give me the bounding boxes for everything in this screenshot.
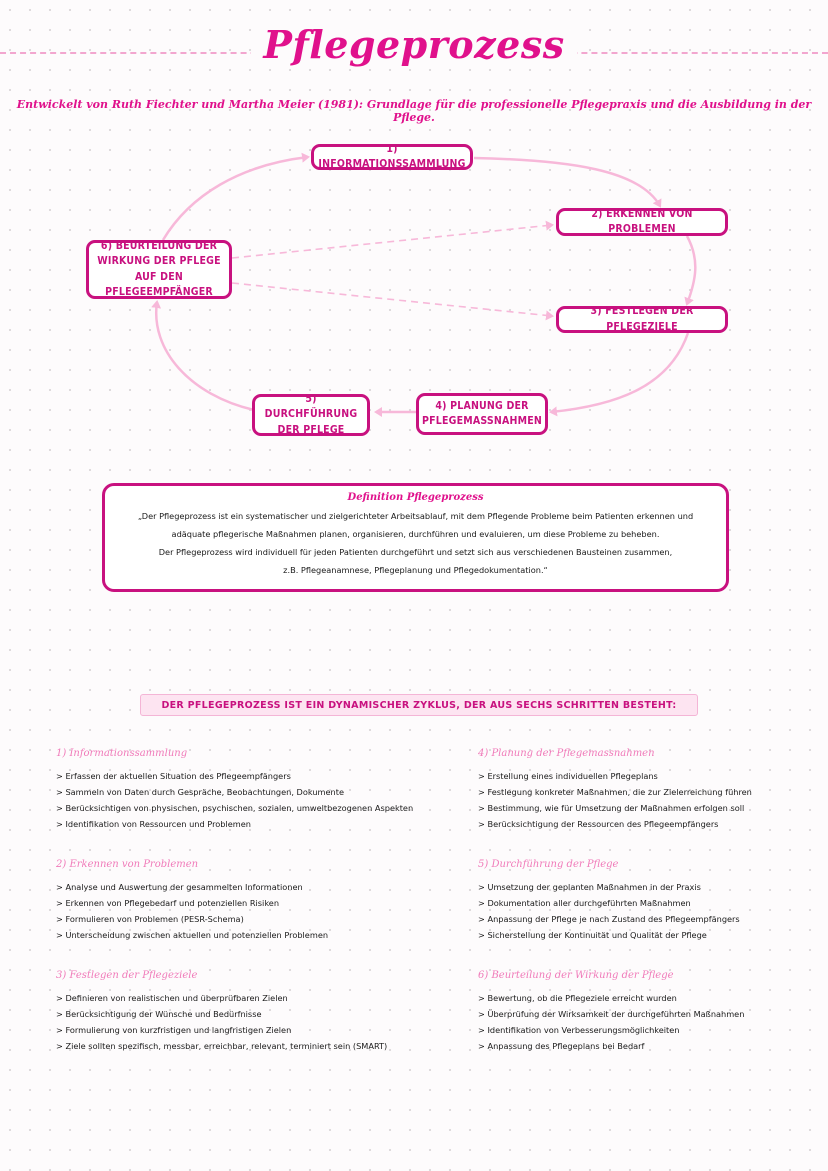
section-list: Bewertung, ob die Pflegeziele erreicht w… <box>478 990 818 1054</box>
list-item: Sicherstellung der Kontinuität und Quali… <box>478 927 818 943</box>
list-item: Festlegung konkreter Maßnahmen, die zur … <box>478 784 818 800</box>
list-item: Dokumentation aller durchgeführten Maßna… <box>478 895 818 911</box>
arrow-1-to-2 <box>473 156 662 208</box>
list-item: Erkennen von Pflegebedarf und potenziell… <box>56 895 426 911</box>
list-item: Bewertung, ob die Pflegeziele erreicht w… <box>478 990 818 1006</box>
section-title: 1) Informationssammlung <box>56 748 188 759</box>
section-title: 5) Durchführung der Pflege <box>478 859 619 870</box>
section-erkennen-von-problemen: 2) Erkennen von Problemen Analyse und Au… <box>56 859 426 943</box>
list-item: Formulieren von Problemen (PESR-Schema) <box>56 911 426 927</box>
list-item: Anpassung der Pflege je nach Zustand des… <box>478 911 818 927</box>
list-item: Anpassung des Pflegeplans bei Bedarf <box>478 1038 818 1054</box>
cycle-step-2: 2) ERKENNEN VON PROBLEMEN <box>556 208 728 236</box>
cycle-step-6: 6) BEURTEILUNG DER WIRKUNG DER PFLEGE AU… <box>86 240 232 299</box>
list-item: Sammeln von Daten durch Gespräche, Beoba… <box>56 784 426 800</box>
definition-line: „Der Pflegeprozess ist ein systematische… <box>137 511 694 521</box>
list-item: Identifikation von Ressourcen und Proble… <box>56 816 426 832</box>
section-list: Definieren von realistischen und überprü… <box>56 990 426 1054</box>
list-item: Berücksichtigen von physischen, psychisc… <box>56 800 426 816</box>
definition-title: Definition Pflegeprozess <box>347 492 484 503</box>
list-item: Unterscheidung zwischen aktuellen und po… <box>56 927 426 943</box>
list-item: Ziele sollten spezifisch, messbar, errei… <box>56 1038 426 1054</box>
list-item: Erstellung eines individuellen Pflegepla… <box>478 768 818 784</box>
section-title: 3) Festlegen der Pflegeziele <box>56 970 198 981</box>
list-item: Analyse und Auswertung der gesammelten I… <box>56 879 426 895</box>
definition-text: „Der Pflegeprozess ist ein systematische… <box>105 507 726 579</box>
cycle-step-4: 4) PLANUNG DER PFLEGEMASSNAHMEN <box>416 393 548 435</box>
list-item: Definieren von realistischen und überprü… <box>56 990 426 1006</box>
section-title: 4) Planung der Pflegemassnahmen <box>478 748 655 759</box>
arrow-6-to-1 <box>161 152 310 241</box>
section-list: Erfassen der aktuellen Situation des Pfl… <box>56 768 426 832</box>
definition-box: Definition Pflegeprozess „Der Pflegeproz… <box>102 483 729 592</box>
section-planung-der-pflegemassnahmen: 4) Planung der Pflegemassnahmen Erstellu… <box>478 748 818 832</box>
section-list: Erstellung eines individuellen Pflegepla… <box>478 768 818 832</box>
definition-line: Der Pflegeprozess wird individuell für j… <box>158 547 673 557</box>
list-item: Bestimmung, wie für Umsetzung der Maßnah… <box>478 800 818 816</box>
definition-line: adäquate pflegerische Maßnahmen planen, … <box>171 529 660 539</box>
dashed-arrow-6-to-2 <box>231 220 554 259</box>
list-item: Umsetzung der geplanten Maßnahmen in der… <box>478 879 818 895</box>
dashed-arrow-6-to-3 <box>231 282 554 321</box>
section-list: Analyse und Auswertung der gesammelten I… <box>56 879 426 943</box>
list-item: Formulierung von kurzfristigen und langf… <box>56 1022 426 1038</box>
page-subtitle: Entwickelt von Ruth Fiechter und Martha … <box>16 98 812 124</box>
section-durchfuehrung-der-pflege: 5) Durchführung der Pflege Umsetzung der… <box>478 859 818 943</box>
cycle-step-3: 3) FESTLEGEN DER PFLEGEZIELE <box>556 305 728 333</box>
list-item: Überprüfung der Wirksamkeit der durchgef… <box>478 1006 818 1022</box>
arrow-3-to-4 <box>549 332 690 417</box>
cycle-arrows <box>151 152 697 417</box>
page-title: Pflegeprozess <box>0 22 828 67</box>
list-item: Berücksichtigung der Ressourcen des Pfle… <box>478 816 818 832</box>
section-list: Umsetzung der geplanten Maßnahmen in der… <box>478 879 818 943</box>
cycle-step-5: 5) DURCHFÜHRUNG DER PFLEGE <box>252 393 370 436</box>
list-item: Berücksichtigung der Wünsche und Bedürfn… <box>56 1006 426 1022</box>
cycle-step-1: 1) INFORMATIONSSAMMLUNG <box>311 143 473 170</box>
section-festlegen-der-pflegeziele: 3) Festlegen der Pflegeziele Definieren … <box>56 970 426 1054</box>
section-informationssammlung: 1) Informationssammlung Erfassen der akt… <box>56 748 426 832</box>
arrow-2-to-3 <box>684 235 697 306</box>
arrow-5-to-6 <box>151 300 255 412</box>
cycle-banner: DER PFLEGEPROZESS IST EIN DYNAMISCHER ZY… <box>140 694 698 716</box>
list-item: Identifikation von Verbesserungsmöglichk… <box>478 1022 818 1038</box>
section-title: 2) Erkennen von Problemen <box>56 859 199 870</box>
section-title: 6) Beurteilung der Wirkung der Pflege <box>478 970 674 981</box>
list-item: Erfassen der aktuellen Situation des Pfl… <box>56 768 426 784</box>
definition-line: z.B. Pflegeanamnese, Pflegeplanung und P… <box>283 565 548 575</box>
section-beurteilung-der-wirkung: 6) Beurteilung der Wirkung der Pflege Be… <box>478 970 818 1054</box>
